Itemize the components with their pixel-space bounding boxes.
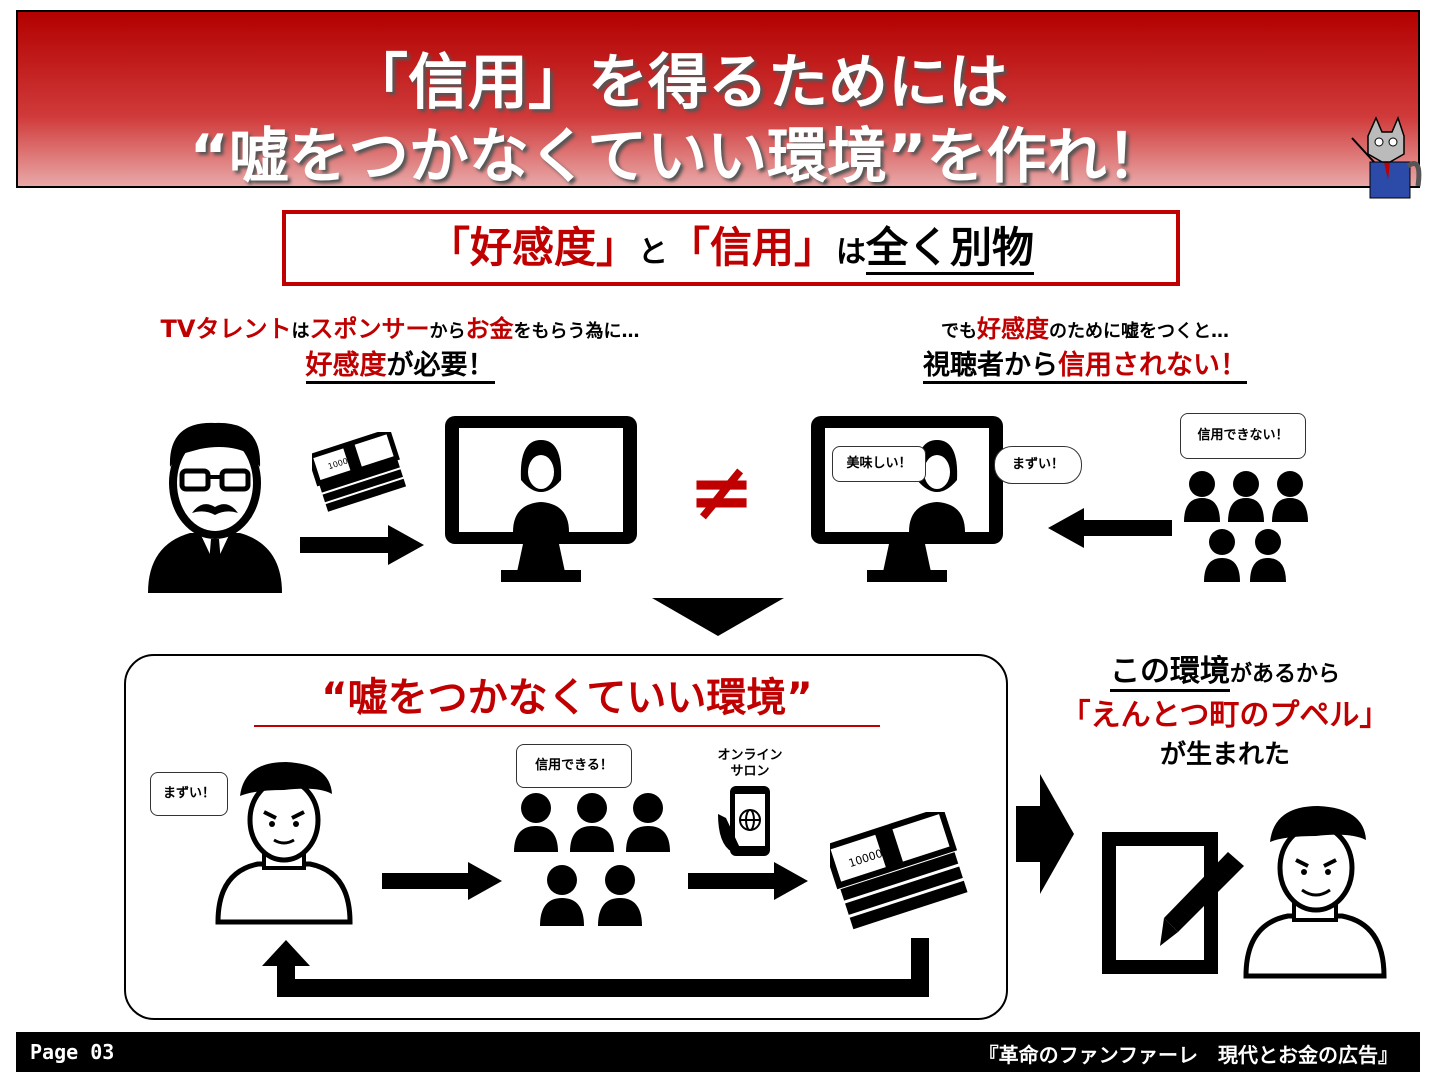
subtitle-wa: は: [836, 235, 866, 270]
not-equal-sign: ≠: [688, 445, 756, 538]
subtitle-shinyo: 「信用」: [667, 223, 836, 272]
online-salon-label: オンライン サロン: [700, 748, 800, 780]
caption-kokando-2: 好感度: [977, 315, 1049, 343]
speech-bubble-delicious: 美味しい！: [832, 446, 926, 482]
big-arrow-right-icon: [1016, 774, 1074, 894]
caption-sponsor: スポンサー: [309, 315, 430, 343]
footer-bar: Page 03 『革命のファンファーレ 現代とお金の広告』: [16, 1032, 1420, 1072]
caption-kara: から: [429, 321, 466, 342]
header-banner: 「信用」を得るためには “嘘をつかなくていい環境”を作れ！: [16, 10, 1422, 199]
caption-kokando: 好感度: [305, 350, 387, 381]
thought-bubble-gross: まずい！: [994, 446, 1082, 484]
speech-bubble-can-trust: 信用できる！: [516, 744, 632, 788]
speech-bubble-cannot-trust: 信用できない！: [1180, 413, 1306, 459]
loop-arrow-icon: [262, 938, 929, 997]
environment-title: “嘘をつかなくていい環境”: [254, 665, 880, 727]
canvas-pen-icon: [1102, 832, 1244, 974]
speech-bubble-gross: まずい！: [150, 772, 228, 816]
money-stack-icon: 10000: [312, 432, 407, 512]
money-stack-large-icon: 10000: [830, 812, 968, 930]
sponsor-businessman-icon: [148, 422, 282, 593]
left-caption: TVタレントはスポンサーからお金をもらう為に… 好感度が必要！: [120, 312, 680, 384]
result-aru-kara: があるから: [1229, 662, 1340, 687]
caption-not-trusted: 信用されない！: [1058, 350, 1247, 381]
subtitle-kokando: 「好感度」: [427, 223, 638, 272]
caption-viewers: 視聴者から: [923, 350, 1058, 381]
online-salon-line2: サロン: [730, 764, 770, 779]
tv-monitor-icon: [445, 416, 637, 582]
title-line-2: “嘘をつかなくていい環境”を作れ！: [18, 108, 1338, 196]
supporters-group-icon: [514, 793, 670, 926]
result-caption: この環境があるから 「えんとつ町のプペル」 が生まれた: [1030, 652, 1420, 773]
down-triangle-icon: [652, 598, 784, 636]
result-umareta: が生まれた: [1159, 740, 1290, 770]
title-line-2-text: “嘘をつかなくていい環境”を作れ！: [185, 122, 1171, 196]
arrow-right-2-icon: [382, 862, 502, 900]
page-number: Page 03: [30, 1040, 115, 1064]
title-line-1: 「信用」を得るためには: [348, 48, 1008, 118]
online-salon-line1: オンライン: [717, 748, 783, 763]
book-title: 『革命のファンファーレ 現代とお金の広告』: [978, 1043, 1398, 1067]
tv-monitor-lying-icon: [811, 416, 1003, 582]
subtitle-to: と: [637, 235, 668, 270]
caption-demo: でも: [941, 321, 977, 342]
creator-beret-icon: [215, 762, 353, 925]
arrow-right-icon: [300, 525, 424, 565]
wolf-mascot-icon: [1351, 116, 1422, 199]
environment-box: [124, 654, 1008, 1020]
caption-hitsuyo: が必要！: [386, 350, 495, 381]
subtitle-betsubutsu: 全く別物: [866, 223, 1035, 275]
arrow-right-3-icon: [688, 862, 808, 900]
creator-result-icon: [1243, 806, 1387, 979]
audience-group-icon: [1184, 471, 1308, 582]
result-poupelle: 「えんとつ町のプペル」: [1060, 698, 1390, 733]
right-caption: でも好感度のために嘘をつくと… 視聴者から信用されない！: [860, 312, 1310, 384]
caption-wa: は: [291, 321, 310, 342]
caption-tv-talent: TVタレント: [160, 315, 292, 343]
caption-uso: のために嘘をつくと…: [1049, 321, 1229, 342]
caption-okane: お金: [465, 315, 514, 343]
result-kankyo: この環境: [1109, 654, 1230, 692]
arrow-left-icon: [1048, 508, 1172, 548]
caption-morau: をもらう為に…: [513, 321, 640, 342]
subtitle-box: 「好感度」と「信用」は全く別物: [282, 210, 1180, 286]
smartphone-globe-icon: [718, 786, 770, 856]
